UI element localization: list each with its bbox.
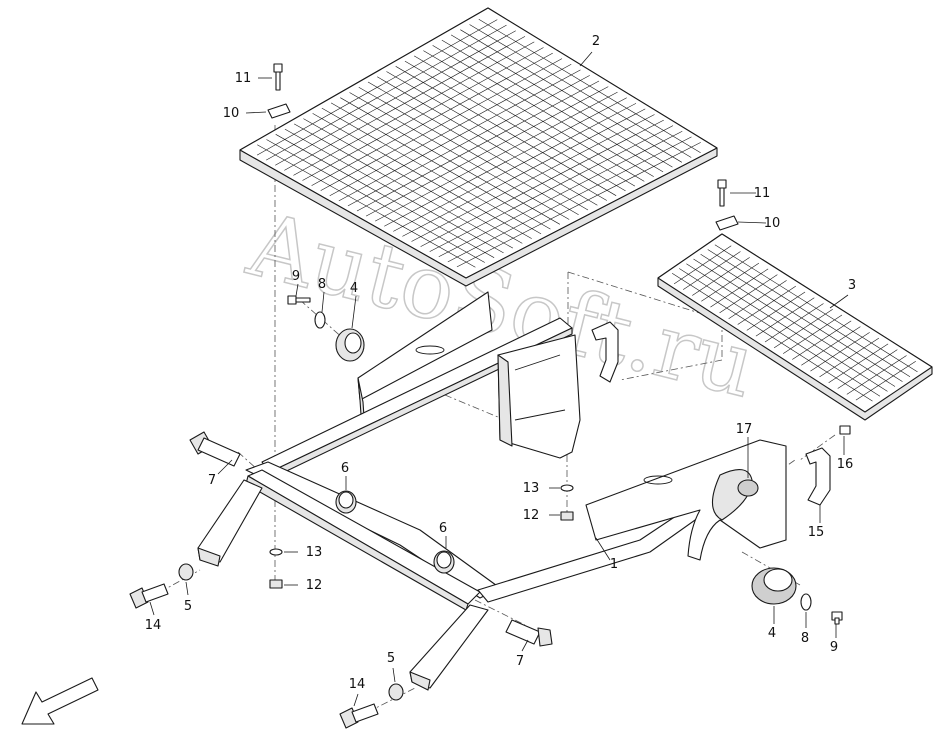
step-bracket <box>591 321 831 506</box>
callout-c7b: 7 <box>516 654 524 669</box>
callout-c5a: 5 <box>184 599 192 614</box>
nuts <box>269 484 574 589</box>
callout-c9a: 9 <box>292 269 300 284</box>
grating-small <box>657 233 933 421</box>
callout-leaders <box>149 51 849 707</box>
callout-c10b: 10 <box>764 216 781 231</box>
callout-c10a: 10 <box>223 106 240 121</box>
callout-c12b: 12 <box>306 578 323 593</box>
callout-c11a: 11 <box>235 71 252 86</box>
grating-small-mesh <box>671 244 918 402</box>
callout-c13a: 13 <box>523 481 540 496</box>
callout-c13b: 13 <box>306 545 323 560</box>
callout-c15: 15 <box>808 525 825 540</box>
callout-c3: 3 <box>848 278 856 293</box>
callout-c2: 2 <box>592 34 600 49</box>
callout-c7a: 7 <box>208 473 216 488</box>
callout-c8b: 8 <box>801 631 809 646</box>
bushings <box>335 490 455 574</box>
callout-c6b: 6 <box>439 521 447 536</box>
callout-c9b: 9 <box>830 640 838 655</box>
callout-c14b: 14 <box>349 677 366 692</box>
direction-arrow-icon <box>21 677 99 725</box>
callout-c4a: 4 <box>350 281 358 296</box>
callout-c16: 16 <box>837 457 854 472</box>
callout-c11b: 11 <box>754 186 771 201</box>
callout-c5b: 5 <box>387 651 395 666</box>
callout-c8a: 8 <box>318 277 326 292</box>
bolts <box>129 63 851 729</box>
callout-c4b: 4 <box>768 626 776 641</box>
washers <box>178 103 812 701</box>
callout-c14a: 14 <box>145 618 162 633</box>
rubber-mounts <box>335 328 797 605</box>
callout-c6a: 6 <box>341 461 349 476</box>
grating-large <box>239 7 718 287</box>
callout-c1: 1 <box>610 557 618 572</box>
grating-large-mesh <box>256 18 701 268</box>
callout-c12a: 12 <box>523 508 540 523</box>
callout-c17: 17 <box>736 422 753 437</box>
